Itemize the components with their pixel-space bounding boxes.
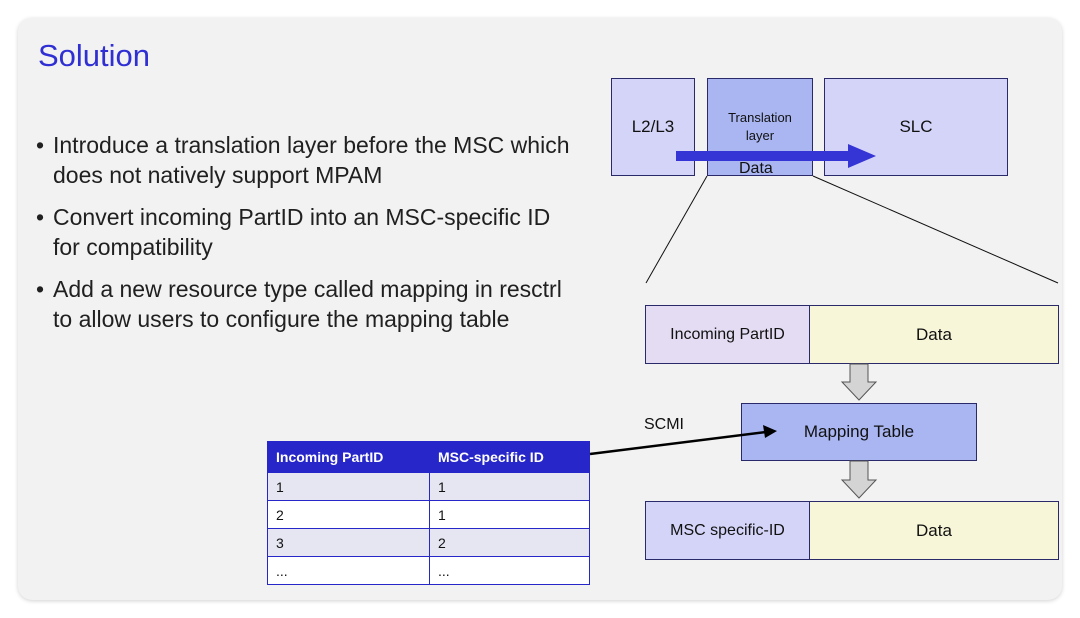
table-row: ... ...	[267, 556, 590, 585]
connector-overlay	[589, 144, 1059, 499]
data-flow-arrow-shaft	[676, 151, 848, 161]
msc-data-box: Data	[809, 501, 1059, 560]
data-flow-arrowhead	[848, 144, 876, 168]
bullet-text: Convert incoming PartID into an MSC-spec…	[53, 204, 551, 260]
table-row: 1 1	[267, 472, 590, 501]
msc-data-label: Data	[916, 520, 952, 540]
bullet-item: • Add a new resource type called mapping …	[36, 274, 581, 334]
incoming-data-label: Data	[916, 324, 952, 344]
scmi-label: SCMI	[644, 416, 684, 433]
incoming-data-box: Data	[809, 305, 1059, 364]
table-cell: ...	[429, 556, 590, 585]
table-header-cell: MSC-specific ID	[429, 441, 590, 473]
msc-specific-id-box: MSC specific-ID	[645, 501, 810, 560]
table-row: 2 1	[267, 500, 590, 529]
mapping-table: Incoming PartID MSC-specific ID 1 1 2 1 …	[267, 441, 590, 585]
bullet-list: • Introduce a translation layer before th…	[36, 130, 581, 346]
slide: Solution • Introduce a translation layer …	[18, 18, 1062, 600]
bullet-dot: •	[36, 132, 45, 158]
translation-label-line1: Translation	[728, 110, 792, 125]
bullet-dot: •	[36, 204, 45, 230]
bullet-text: Introduce a translation layer before the…	[53, 132, 570, 188]
table-cell: 2	[429, 528, 590, 557]
table-cell: 3	[267, 528, 430, 557]
zoom-line-right	[812, 175, 1059, 284]
zoom-line-left	[645, 175, 708, 284]
table-cell: 2	[267, 500, 430, 529]
down-arrow-1	[840, 363, 878, 401]
table-header-row: Incoming PartID MSC-specific ID	[267, 441, 590, 473]
slc-label: SLC	[899, 117, 933, 136]
scmi-arrowhead	[763, 425, 777, 438]
slide-title: Solution	[38, 38, 151, 73]
scmi-connector-line	[589, 430, 767, 456]
incoming-partid-label: Incoming PartID	[670, 325, 785, 343]
bullet-dot: •	[36, 276, 45, 302]
mapping-table-box: Mapping Table	[741, 403, 977, 461]
l2l3-label: L2/L3	[631, 117, 675, 136]
bullet-item: • Introduce a translation layer before th…	[36, 130, 581, 190]
translation-label-line2: layer	[745, 128, 775, 143]
bullet-item: • Convert incoming PartID into an MSC-spe…	[36, 202, 581, 262]
mapping-table-label: Mapping Table	[803, 422, 915, 441]
table-cell: 1	[267, 472, 430, 501]
bullet-text: Add a new resource type called mapping i…	[53, 276, 562, 332]
table-cell: 1	[429, 500, 590, 529]
table-row: 3 2	[267, 528, 590, 557]
data-flow-label: Data	[739, 160, 773, 177]
msc-specific-id-label: MSC specific-ID	[670, 521, 785, 539]
down-arrow-2	[840, 460, 878, 499]
table-header-cell: Incoming PartID	[267, 441, 430, 473]
table-cell: ...	[267, 556, 430, 585]
